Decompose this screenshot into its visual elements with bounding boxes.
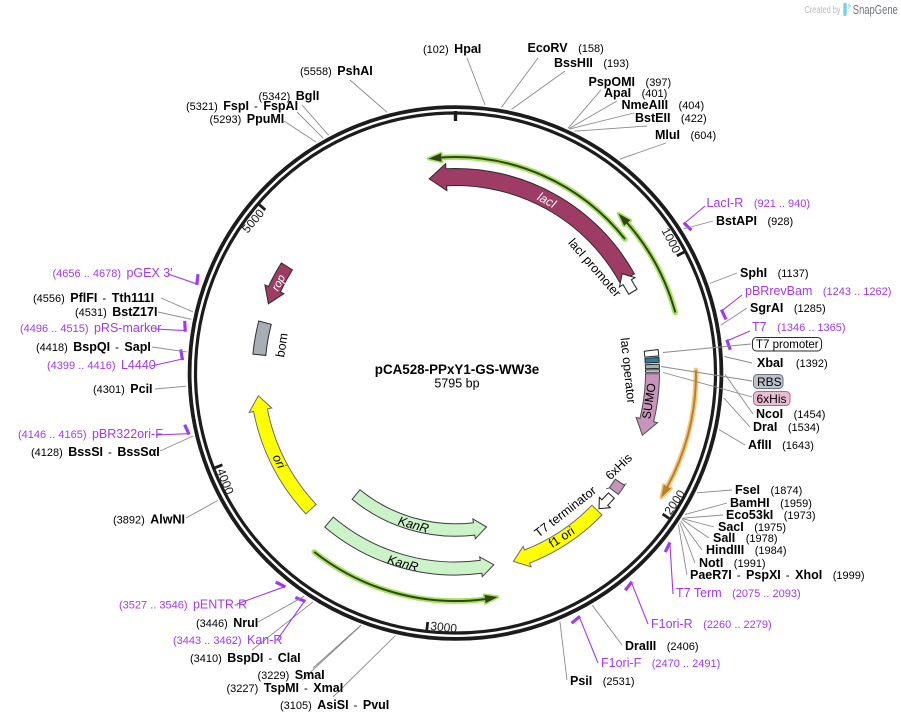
svg-text:(4531) BstZ17I: (4531) BstZ17I [75,305,157,319]
svg-text:SalI (1978): SalI (1978) [713,531,778,545]
svg-text:NcoI (1454): NcoI (1454) [756,407,825,421]
svg-text:(5342) BglI: (5342) BglI [259,89,320,103]
svg-text:(4128) BssSI- BssSαI: (4128) BssSI- BssSαI [31,445,160,459]
svg-text:(4301) PciI: (4301) PciI [93,382,153,396]
svg-text:NmeAIII (404): NmeAIII (404) [622,98,705,112]
svg-text:(5321) FspI- FspAI: (5321) FspI- FspAI [186,99,298,113]
svg-text:SgrAI (1285): SgrAI (1285) [750,301,826,315]
svg-text:Created by: Created by [805,4,842,16]
svg-text:BssHII (193): BssHII (193) [554,56,629,70]
svg-text:(3446) NruI: (3446) NruI [196,616,258,630]
svg-text:(3227) TspMI- XmaI: (3227) TspMI- XmaI [227,681,344,695]
svg-text:BstEII (422): BstEII (422) [635,111,707,125]
svg-text:NotI (1991): NotI (1991) [699,556,766,570]
svg-text:(5293) PpuMI: (5293) PpuMI [210,112,285,126]
svg-text:(4556) PflFI- Tth111I: (4556) PflFI- Tth111I [33,291,154,305]
svg-text:DraI (1534): DraI (1534) [753,420,820,434]
svg-text:SacI (1975): SacI (1975) [718,520,786,534]
svg-text:RBS: RBS [757,375,782,389]
svg-text:EcoRV (158): EcoRV (158) [528,41,604,55]
svg-text:(5558) PshAI: (5558) PshAI [300,64,373,78]
svg-text:T7 Term (2075 .. 2093): T7 Term (2075 .. 2093) [676,586,801,600]
svg-text:DraIII (2406): DraIII (2406) [625,639,699,653]
svg-text:5795 bp: 5795 bp [434,377,479,391]
svg-text:(4496 .. 4515) pRS-marker: (4496 .. 4515) pRS-marker [20,321,161,335]
svg-text:3000: 3000 [430,619,458,636]
svg-text:FseI (1874): FseI (1874) [735,483,802,497]
svg-text:LacI-R (921 .. 940): LacI-R (921 .. 940) [707,196,811,210]
svg-text:PspOMI (397): PspOMI (397) [589,75,672,89]
svg-text:(102) HpaI: (102) HpaI [423,42,481,56]
svg-text:(3410) BspDI- ClaI: (3410) BspDI- ClaI [190,651,301,665]
svg-text:(4399 .. 4416) L4440: (4399 .. 4416) L4440 [47,358,156,372]
svg-text:F1ori-R (2260 .. 2279): F1ori-R (2260 .. 2279) [651,617,772,631]
svg-text:(3105) AsiSI- PvuI: (3105) AsiSI- PvuI [280,698,389,712]
svg-text:(4418) BspQI- SapI: (4418) BspQI- SapI [36,340,151,354]
svg-text:(3892) AlwNI: (3892) AlwNI [113,513,185,527]
svg-text:AflII (1643): AflII (1643) [748,438,814,452]
svg-text:(3527 .. 3546) pENTR-R: (3527 .. 3546) pENTR-R [119,598,247,612]
svg-text:MluI (604): MluI (604) [655,128,716,142]
svg-text:Eco53kI (1973): Eco53kI (1973) [726,508,816,522]
svg-text:XbaI (1392): XbaI (1392) [757,356,828,370]
svg-text:HindIII (1984): HindIII (1984) [706,543,786,557]
svg-text:pCA528-PPxY1-GS-WW3e: pCA528-PPxY1-GS-WW3e [375,362,539,377]
svg-text:(3443 .. 3462) Kan-R: (3443 .. 3462) Kan-R [173,633,282,647]
svg-text:T7 (1346 .. 1365): T7 (1346 .. 1365) [752,320,846,334]
svg-text:(4656 .. 4678) pGEX 3': (4656 .. 4678) pGEX 3' [53,266,173,280]
svg-text:SUMO: SUMO [639,382,658,420]
svg-text:F1ori-F (2470 .. 2491): F1ori-F (2470 .. 2491) [601,656,720,670]
svg-text:pBRrevBam (1243 .. 1262): pBRrevBam (1243 .. 1262) [745,284,891,298]
svg-text:PaeR7I- PspXI- XhoI (1999): PaeR7I- PspXI- XhoI (1999) [690,568,864,582]
svg-text:(4146 .. 4165) pBR322ori-F: (4146 .. 4165) pBR322ori-F [18,427,163,441]
svg-text:lac operator: lac operator [618,337,639,404]
svg-text:(3229) SmaI: (3229) SmaI [258,668,325,682]
svg-text:SnapGene: SnapGene [853,3,898,17]
svg-text:BstAPI (928): BstAPI (928) [716,214,793,228]
svg-text:ApaI (401): ApaI (401) [604,86,667,100]
svg-text:PsiI (2531): PsiI (2531) [570,674,635,688]
svg-text:BamHI (1959): BamHI (1959) [730,496,812,510]
svg-text:bom: bom [273,332,291,358]
svg-text:6xHis: 6xHis [757,392,787,406]
svg-text:SphI (1137): SphI (1137) [740,266,809,280]
svg-text:T7 promoter: T7 promoter [756,339,819,351]
